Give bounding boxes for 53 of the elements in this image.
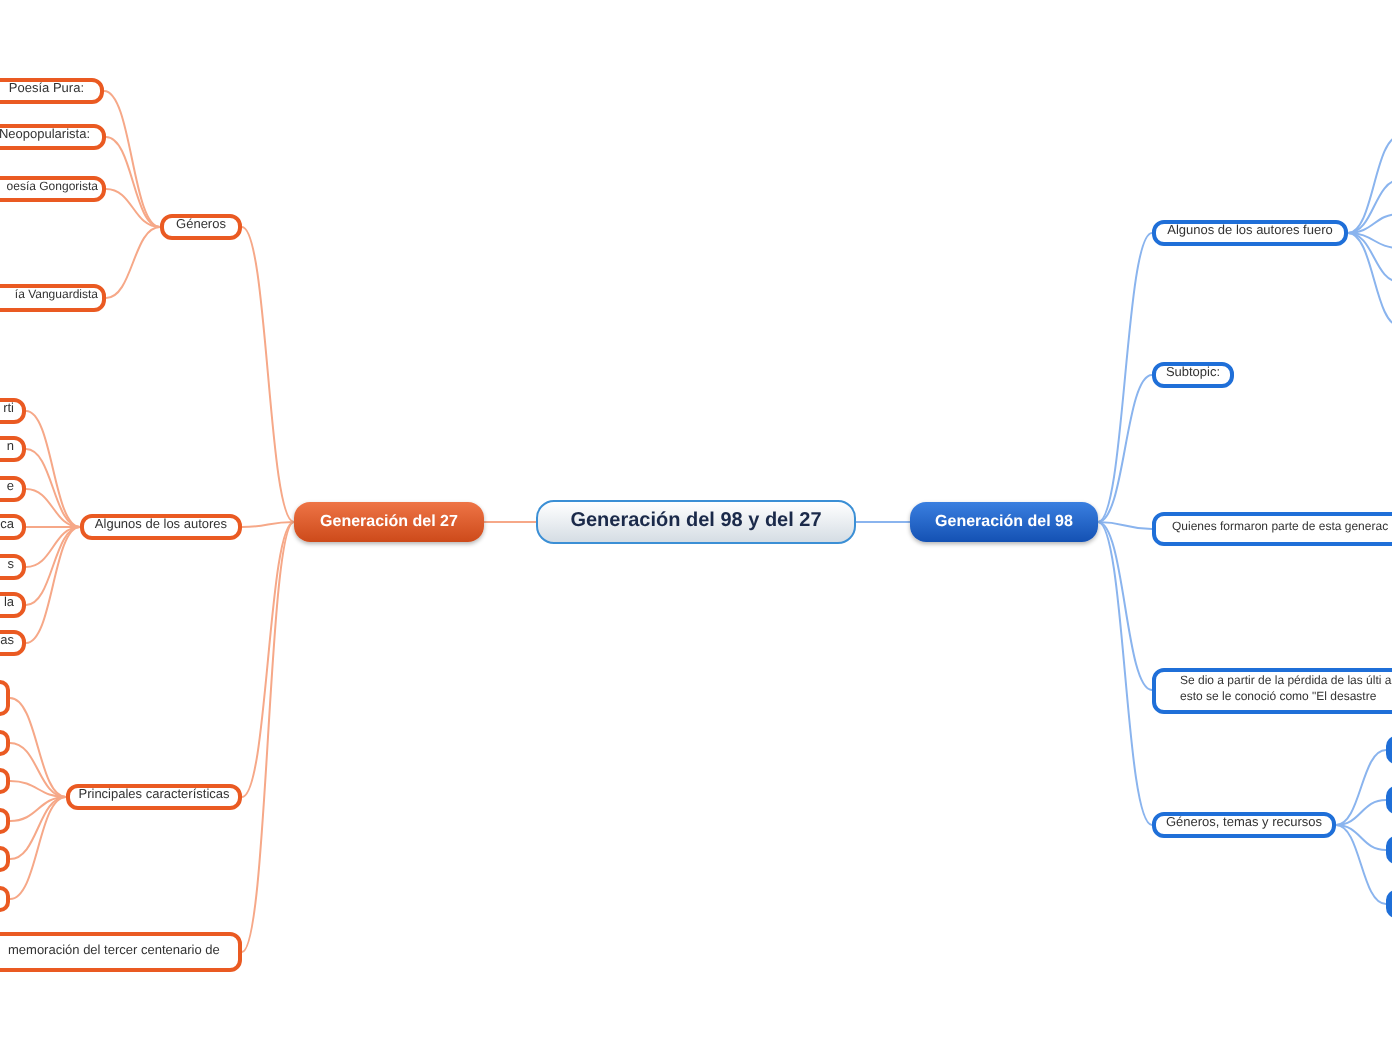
central-topic — [536, 500, 856, 544]
connector-line — [1335, 749, 1387, 826]
connector-line — [105, 226, 161, 299]
connector-line — [1097, 521, 1153, 826]
connector-line — [1347, 232, 1392, 327]
connector-line — [1335, 824, 1387, 905]
topic-box — [0, 124, 106, 150]
connector-line — [105, 188, 161, 228]
topic-label: Generación del 98 y del 27 — [570, 509, 822, 535]
connector-line — [25, 526, 81, 606]
topic-box — [160, 214, 242, 240]
topic-box — [1152, 220, 1348, 246]
main-topic — [910, 502, 1098, 542]
topic-label: Generación del 27 — [320, 512, 458, 532]
topic-box — [1152, 362, 1234, 388]
topic-box — [0, 176, 106, 202]
connector-line — [103, 90, 161, 228]
connector-line — [25, 526, 81, 568]
connector-line — [1097, 232, 1153, 523]
connector-line — [241, 226, 295, 523]
connector-line — [9, 796, 67, 860]
connector-line — [241, 521, 295, 528]
connector-line — [1097, 374, 1153, 523]
topic-box — [0, 284, 106, 312]
connector-line — [1347, 135, 1392, 234]
connector-line — [1347, 232, 1392, 283]
topic-box — [0, 932, 242, 972]
connector-line — [1097, 521, 1153, 530]
connector-line — [9, 796, 67, 900]
connector-line — [25, 448, 81, 528]
connector-line — [9, 742, 67, 798]
connector-line — [1347, 232, 1392, 249]
connector-line — [241, 521, 295, 798]
topic-box — [0, 78, 104, 104]
topic-box — [1152, 812, 1336, 838]
connector-line — [1335, 799, 1387, 826]
topic-box — [1152, 668, 1392, 714]
main-topic — [294, 502, 484, 542]
connector-line — [483, 521, 537, 523]
connector-line — [241, 521, 295, 953]
connector-line — [1097, 521, 1153, 691]
connector-line — [105, 136, 161, 228]
connector-line — [9, 697, 67, 798]
topic-box — [80, 514, 242, 540]
topic-box — [1152, 512, 1392, 546]
connector-line — [855, 521, 911, 523]
topic-label: Generación del 98 — [935, 512, 1073, 532]
connector-line — [25, 488, 81, 528]
topic-box — [66, 784, 242, 810]
connector-line — [9, 796, 67, 822]
connector-line — [25, 526, 81, 644]
connector-line — [1335, 824, 1387, 851]
connector-line — [1347, 179, 1392, 234]
